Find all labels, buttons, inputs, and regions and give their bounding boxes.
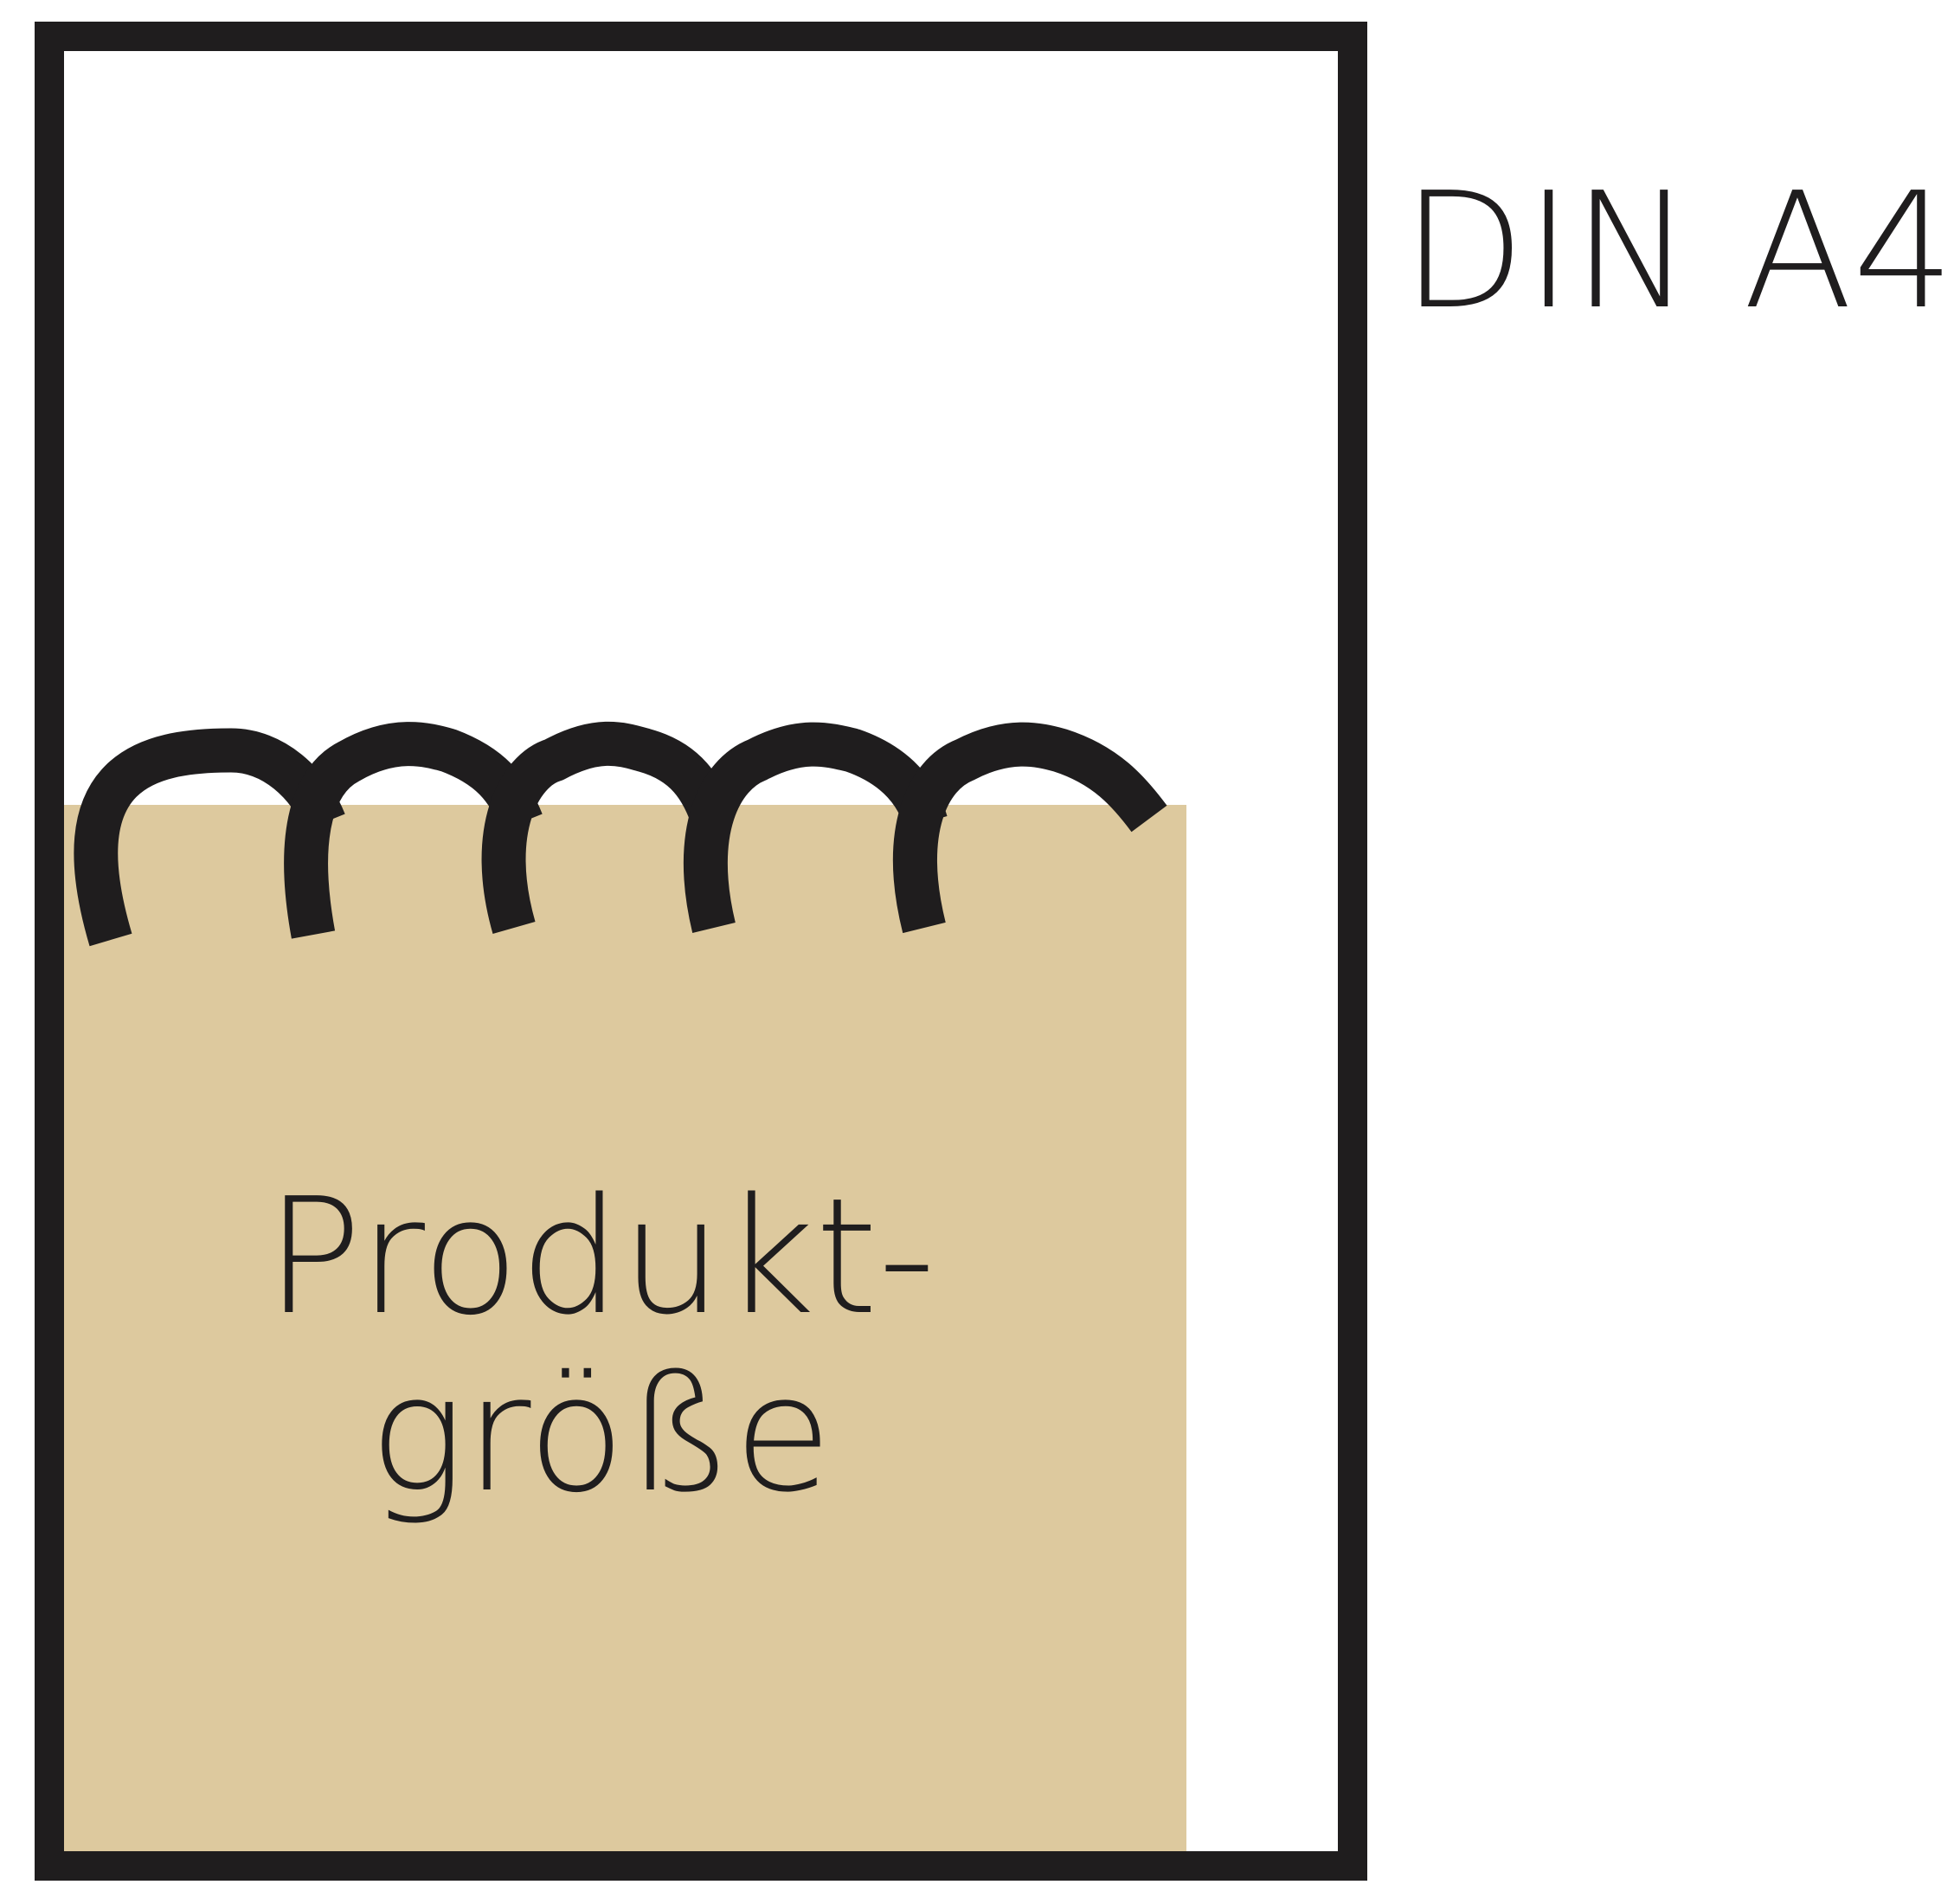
spiral-binding-icon — [74, 721, 1167, 947]
product-size-label-line-2: größe — [369, 1341, 832, 1528]
spiral-loop-2 — [284, 722, 543, 939]
spiral-loop-1 — [74, 728, 345, 947]
spiral-loop-3 — [481, 721, 736, 934]
product-size-label-line-1: Produkt- — [265, 1163, 936, 1350]
spiral-loop-4 — [683, 722, 948, 933]
spiral-loop-5 — [892, 722, 1167, 934]
product-size-label: Produkt- größe — [64, 1168, 1137, 1523]
din-a4-label: DIN A4 — [1402, 158, 1954, 344]
product-size-area — [64, 805, 1186, 1851]
